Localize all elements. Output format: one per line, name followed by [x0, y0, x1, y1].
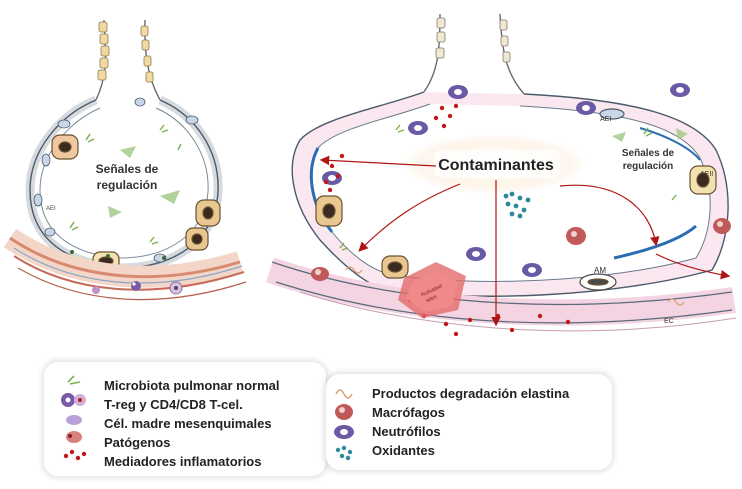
- oxidant-icon: [336, 446, 352, 460]
- elastin-icon: [336, 390, 352, 398]
- legend-left-icons: [58, 370, 94, 476]
- legend-item-t-reg: T-reg y CD4/CD8 T-cel.: [104, 397, 243, 412]
- right-regulation-label-line2: regulación: [623, 161, 674, 172]
- right-ec-cell-label: EC: [664, 318, 674, 325]
- contaminants-label: Contaminantes: [438, 157, 554, 174]
- neutrophil-icon: [334, 425, 354, 439]
- right-airway: [424, 14, 524, 94]
- left-regulation-label-line1: Señales de: [96, 162, 159, 176]
- legend-item-inflammatory-mediators: Mediadores inflamatorios: [104, 454, 261, 469]
- right-alveolus: AEI AEII AM EC: [270, 14, 736, 336]
- t-reg-icon: [61, 393, 86, 407]
- right-regulation-label-line1: Señales de: [622, 148, 675, 159]
- legend-item-oxidants: Oxidantes: [372, 443, 435, 458]
- legend-item-pathogens: Patógenos: [104, 435, 170, 450]
- right-aei-cell-label: AEI: [600, 116, 611, 123]
- legend-item-neutrophils: Neutrófilos: [372, 424, 441, 439]
- right-am-cell-label: AM: [594, 266, 606, 275]
- microbiota-icon: [68, 376, 80, 384]
- legend-item-microbiota: Microbiota pulmonar normal: [104, 378, 280, 393]
- inflammatory-mediators-icon: [64, 450, 86, 460]
- pathogen-icon: [66, 431, 82, 443]
- legend-right-icons: [328, 380, 364, 466]
- mesenchymal-icon: [66, 415, 82, 425]
- macrophage-icon: [335, 404, 353, 420]
- right-aeii-cell-label: AEII: [700, 171, 713, 178]
- legend-item-macrophages: Macrófagos: [372, 405, 445, 420]
- left-aei-cell-label: AEI: [46, 206, 56, 212]
- legend-item-mesenchymal: Cél. madre mesenquimales: [104, 416, 272, 431]
- left-airway: [96, 20, 160, 100]
- left-alveolus: AEII AEI Señales de regulación: [10, 20, 246, 300]
- left-regulation-label-line2: regulación: [97, 178, 158, 192]
- legend-item-elastin: Productos degradación elastina: [372, 386, 569, 401]
